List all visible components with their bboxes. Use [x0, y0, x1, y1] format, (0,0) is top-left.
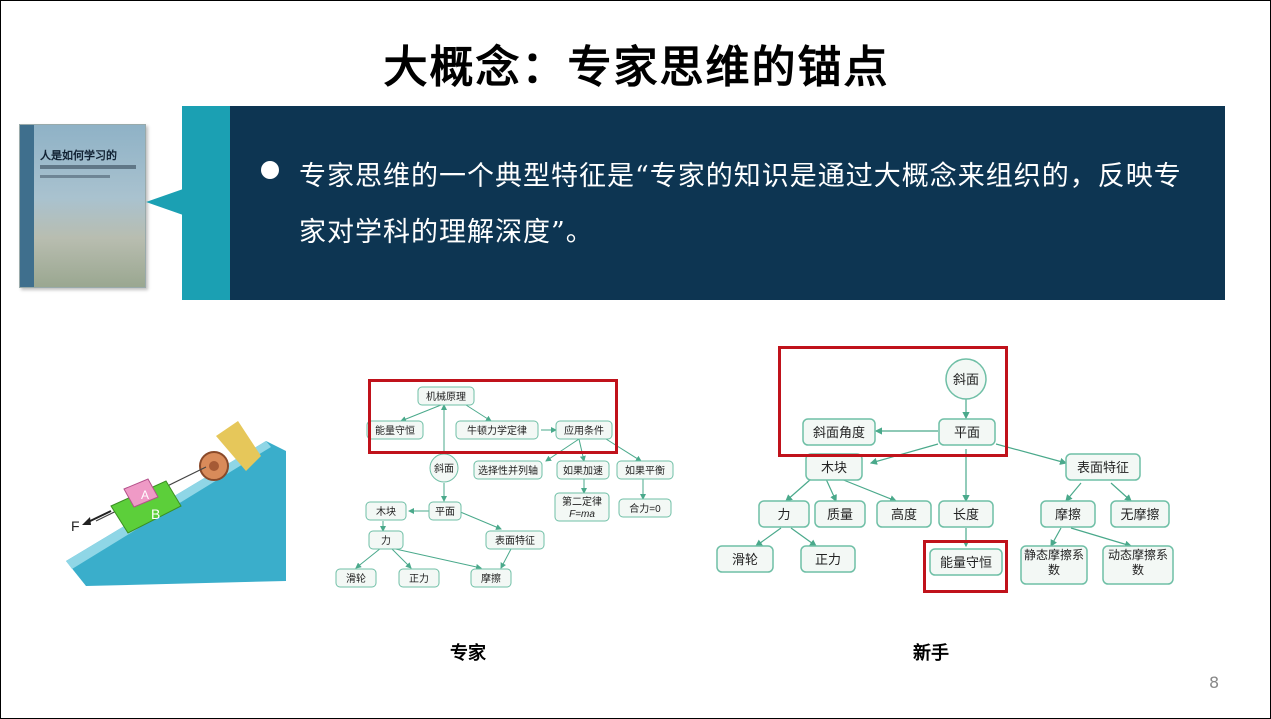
- force-label: F: [71, 518, 80, 534]
- node-pingmian: 平面: [435, 507, 455, 518]
- incline-illustration: A B F: [66, 421, 286, 586]
- node-zhengli: 正力: [409, 572, 429, 585]
- node-jixie: 机械原理: [426, 390, 466, 403]
- node-biaomian: 表面特征: [495, 534, 535, 547]
- expert-concept-map: 机械原理 能量守恒 牛顿力学定律 应用条件 斜面 选择性并列轴 如果加速 如果平…: [335, 386, 674, 588]
- node-pingheng: 如果平衡: [625, 464, 665, 477]
- book-cover-title: 人是如何学习的: [40, 149, 117, 162]
- incline-ramp: [66, 441, 286, 586]
- node-xuanze: 选择性并列轴: [478, 464, 538, 477]
- novice-node-zhengli: 正力: [815, 552, 841, 567]
- novice-node-dongtai: 动态摩擦系数: [1107, 548, 1168, 577]
- callout-pointer: [146, 188, 186, 216]
- block-a: [123, 478, 159, 508]
- novice-node-mukuai: 木块: [821, 460, 847, 475]
- node-jiasu: 如果加速: [563, 464, 603, 477]
- node-xiemian: 斜面: [434, 462, 454, 475]
- page-number: 8: [1209, 673, 1220, 692]
- node-mukuai: 木块: [376, 506, 396, 518]
- caption-expert: 专家: [450, 643, 486, 664]
- quote-accent-bar: [182, 106, 230, 300]
- novice-concept-map: 斜面 斜面角度 平面 木块 表面特征 力 质量 高度 长度 摩擦 无摩擦 滑轮 …: [716, 358, 1174, 585]
- block-b-label: B: [151, 506, 160, 522]
- node-li: 力: [381, 534, 391, 547]
- node-moca: 摩擦: [481, 572, 501, 585]
- novice-node-li: 力: [777, 507, 790, 522]
- node-niudun: 牛顿力学定律: [467, 424, 527, 437]
- novice-node-hualun: 滑轮: [732, 552, 758, 567]
- node-hualun: 滑轮: [346, 572, 366, 585]
- node-yingyong: 应用条件: [564, 424, 604, 437]
- novice-node-pingmian: 平面: [954, 425, 980, 440]
- novice-highlight-box-bottom: [923, 540, 1008, 593]
- node-dier: 第二定律: [562, 495, 602, 508]
- novice-node-biaomian: 表面特征: [1077, 460, 1129, 475]
- node-dier-formula: F=ma: [569, 509, 595, 520]
- pulley-bracket: [216, 421, 261, 471]
- quote-panel: [230, 106, 1225, 300]
- novice-node-xiemianjiaodu: 斜面角度: [813, 425, 865, 440]
- novice-node-zhiliang: 质量: [827, 507, 853, 522]
- node-nengliang: 能量守恒: [375, 424, 415, 437]
- caption-novice: 新手: [913, 643, 949, 664]
- novice-node-changdu: 长度: [953, 507, 979, 522]
- node-heli: 合力=0: [629, 502, 661, 515]
- bullet-dot: [261, 161, 279, 179]
- book-spine: [20, 125, 34, 287]
- novice-node-nengliang: 能量守恒: [940, 555, 992, 570]
- novice-node-wumoca: 无摩擦: [1120, 507, 1159, 522]
- novice-node-jingtai: 静态摩擦系数: [1023, 548, 1084, 577]
- novice-highlight-box-top: [778, 346, 1008, 457]
- novice-node-gaodu: 高度: [891, 507, 917, 522]
- quote-text: 专家思维的一个典型特征是“专家的知识是通过大概念来组织的，反映专家对学科的理解深…: [299, 161, 1182, 248]
- slide-title: 大概念：专家思维的锚点: [383, 42, 890, 93]
- book-cover-line: [40, 165, 136, 169]
- block-a-label: A: [141, 488, 149, 502]
- novice-node-xiemian: 斜面: [953, 372, 979, 387]
- book-cover-line: [40, 175, 110, 178]
- book-cover-image: 人是如何学习的: [19, 124, 146, 288]
- novice-node-moca: 摩擦: [1055, 507, 1081, 522]
- expert-highlight-box: [368, 379, 618, 454]
